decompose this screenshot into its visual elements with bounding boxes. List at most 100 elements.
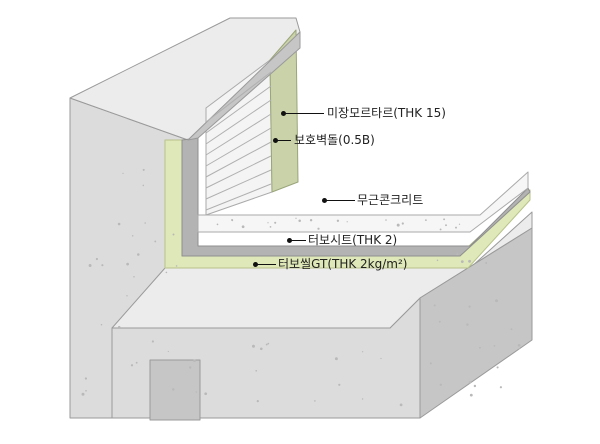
speckle (439, 383, 442, 386)
speckle (429, 362, 432, 365)
brick-course-line (205, 85, 272, 134)
speckle (401, 222, 404, 225)
speckle (468, 381, 472, 384)
speckle (133, 275, 135, 278)
speckle (361, 398, 364, 400)
speckle (137, 253, 140, 256)
speckle (517, 343, 521, 347)
speckle (496, 366, 499, 369)
speckle (130, 364, 134, 367)
label-sheet: 터보시트(THK 2) (308, 233, 398, 247)
speckle (151, 340, 154, 343)
speckle (456, 253, 459, 256)
speckle (439, 228, 442, 231)
speckle (85, 389, 87, 392)
speckle (252, 344, 255, 348)
speckle (334, 357, 338, 361)
sealant-leader-line (256, 264, 276, 265)
speckle (142, 184, 145, 187)
speckle (255, 369, 258, 372)
speckle (473, 384, 477, 388)
speckle (495, 299, 498, 303)
speckle (126, 295, 128, 297)
speckle (466, 323, 469, 326)
sealant-leader-dot (253, 262, 258, 267)
speckle (396, 223, 400, 227)
speckle (81, 392, 85, 396)
speckle (165, 271, 168, 274)
brick-course-line (205, 113, 272, 156)
speckle (493, 345, 496, 347)
speckle (510, 328, 513, 331)
speckle (259, 347, 263, 351)
speckle (265, 343, 268, 346)
speckle (469, 393, 473, 397)
speckle (433, 304, 436, 307)
label-brick: 보호벽돌(0.5B) (294, 133, 375, 147)
mortar-leader-line (284, 113, 324, 114)
speckle (135, 361, 138, 364)
brick-leader-line (276, 140, 291, 141)
brick-leader-dot (273, 138, 278, 143)
speckle (100, 323, 103, 326)
speckle (193, 359, 196, 363)
concrete-leader-line (325, 200, 355, 201)
speckle (241, 225, 245, 229)
speckle (188, 366, 192, 369)
speckle (424, 219, 427, 222)
speckle (118, 325, 121, 329)
label-mortar: 미장모르타르(THK 15) (327, 106, 446, 120)
speckle (468, 305, 471, 308)
speckle (101, 264, 104, 267)
speckle (380, 357, 382, 360)
speckle (84, 377, 88, 380)
speckle (231, 219, 234, 222)
wall-top-face (69, 17, 301, 141)
speckle (399, 403, 403, 407)
concrete-speckles (81, 168, 521, 407)
speckle (295, 217, 297, 219)
speckle (436, 259, 439, 262)
sheet-leader-line (290, 240, 306, 241)
speckle (443, 218, 446, 221)
speckle (95, 257, 98, 261)
brick-course-line (205, 99, 272, 145)
speckle (445, 224, 447, 227)
brick-course-line (205, 141, 272, 178)
speckle (455, 226, 457, 229)
speckle (309, 219, 313, 222)
speckle (172, 233, 175, 236)
speckle (131, 235, 134, 237)
speckle (126, 262, 129, 266)
speckle (346, 221, 348, 223)
overhang-underside (187, 31, 301, 141)
label-sealant: 터보씰GT(THK 2kg/m²) (278, 257, 408, 271)
speckle (142, 168, 145, 171)
speckle (385, 219, 387, 221)
speckle (298, 219, 301, 223)
speckle (267, 222, 269, 224)
label-concrete: 무근콘크리트 (357, 193, 424, 207)
speckle (338, 383, 341, 386)
brick-course-line (205, 155, 272, 189)
speckle (460, 260, 464, 263)
speckle (518, 348, 520, 350)
speckle (117, 222, 121, 226)
speckle (216, 223, 219, 226)
speckle (167, 350, 169, 353)
speckle (458, 223, 461, 225)
brick-course-line (205, 183, 272, 211)
speckle (336, 219, 340, 222)
speckle (314, 400, 316, 402)
speckle (144, 222, 146, 224)
concrete-leader-dot (322, 198, 327, 203)
topping-concrete-layer (197, 171, 529, 233)
speckle (274, 221, 277, 224)
speckle (438, 320, 441, 323)
speckle (171, 388, 175, 391)
speckle (195, 391, 198, 393)
speckle (175, 265, 178, 267)
speckle (122, 172, 124, 175)
